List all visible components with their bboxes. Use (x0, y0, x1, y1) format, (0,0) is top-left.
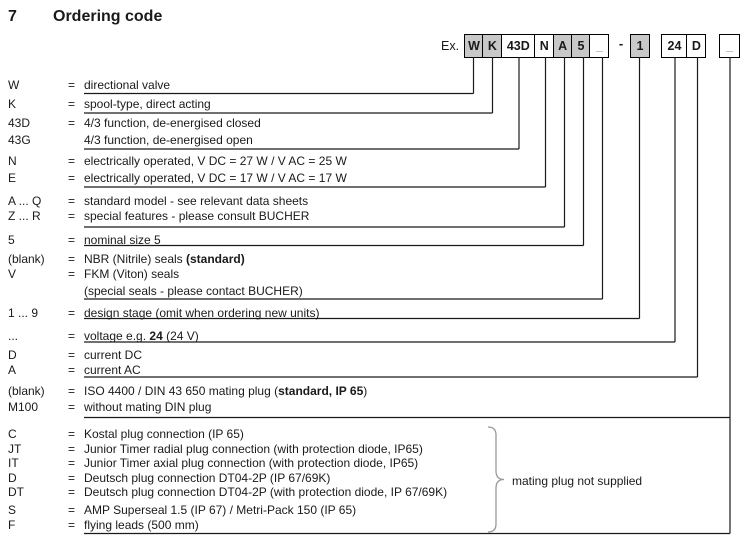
row-desc: nominal size 5 (84, 233, 161, 247)
row-desc: 4/3 function, de-energised open (84, 133, 253, 147)
code-box-n: N (534, 34, 555, 58)
row-code: JT (8, 442, 22, 456)
row-code: 5 (8, 233, 15, 247)
row-desc: NBR (Nitrile) seals (standard) (84, 252, 245, 266)
row-code: Z ... R (8, 209, 41, 223)
row-desc: voltage e.g. 24 (24 V) (84, 329, 199, 343)
row-desc: FKM (Viton) seals (84, 267, 180, 281)
code-box-w: W (464, 34, 484, 58)
row-code: S (8, 503, 17, 517)
row-code: A (8, 363, 17, 377)
row-code: M100 (8, 400, 39, 414)
row-desc: Deutsch plug connection DT04-2P (IP 67/6… (84, 471, 331, 485)
row-code: W (8, 78, 20, 92)
row-desc: without mating DIN plug (84, 400, 212, 414)
row-desc: design stage (omit when ordering new uni… (84, 306, 320, 320)
row-desc: (special seals - please contact BUCHER) (84, 284, 303, 298)
code-box-group-design: 1 (630, 34, 650, 58)
row-desc: directional valve (84, 78, 171, 92)
code-box-k: K (482, 34, 503, 58)
row-code: C (8, 427, 17, 441)
row-code: DT (8, 485, 24, 499)
row-code: (blank) (8, 252, 45, 266)
row-desc: ISO 4400 / DIN 43 650 mating plug (stand… (84, 384, 368, 398)
page-title: Ordering code (53, 8, 163, 25)
row-code: E (8, 171, 17, 185)
row-desc: Kostal plug connection (IP 65) (84, 427, 244, 441)
row-desc: spool-type, direct acting (84, 97, 211, 111)
row-code: D (8, 471, 17, 485)
example-label: Ex. (441, 39, 460, 53)
code-box-plug-blank: _ (719, 34, 740, 58)
row-code: ... (8, 329, 19, 343)
row-code: IT (8, 456, 19, 470)
row-code: A ... Q (8, 194, 42, 208)
row-code: 43D (8, 116, 31, 130)
code-box-group-plug: _ (719, 34, 740, 58)
row-desc: flying leads (500 mm) (84, 518, 199, 532)
row-code: 1 ... 9 (8, 306, 39, 320)
row-desc: current AC (84, 363, 141, 377)
row-code: D (8, 348, 17, 362)
row-desc: Deutsch plug connection DT04-2P (with pr… (84, 485, 448, 499)
code-box-a: A (552, 34, 573, 58)
row-desc: special features - please consult BUCHER (84, 209, 310, 223)
row-desc: electrically operated, V DC = 27 W / V A… (84, 154, 347, 168)
row-desc: AMP Superseal 1.5 (IP 67) / Metri-Pack 1… (84, 503, 357, 517)
section-number: 7 (8, 8, 17, 25)
row-desc: Junior Timer radial plug connection (wit… (84, 442, 423, 456)
code-box-d: D (686, 34, 707, 58)
code-box-24: 24 (661, 34, 688, 58)
row-desc: Junior Timer axial plug connection (with… (84, 456, 419, 470)
row-desc: electrically operated, V DC = 17 W / V A… (84, 171, 347, 185)
code-box-5: 5 (571, 34, 592, 58)
row-desc: standard model - see relevant data sheet… (84, 194, 309, 208)
code-box-seal-blank: _ (589, 34, 610, 58)
code-separator-dash: - (618, 36, 624, 51)
row-desc: current DC (84, 348, 143, 362)
row-code: 43G (8, 133, 31, 147)
row-desc: 4/3 function, de-energised closed (84, 116, 261, 130)
row-code: K (8, 97, 17, 111)
row-code: N (8, 154, 17, 168)
brace-label: mating plug not supplied (512, 474, 643, 488)
code-box-43d: 43D (500, 34, 536, 58)
code-box-group-voltage: 24 D (661, 34, 707, 58)
row-code: (blank) (8, 384, 45, 398)
code-box-group-main: W K 43D N A 5 _ (464, 34, 610, 58)
code-box-1: 1 (630, 34, 650, 58)
row-code: V (8, 267, 17, 281)
group-brace (487, 426, 505, 533)
row-code: F (8, 518, 16, 532)
